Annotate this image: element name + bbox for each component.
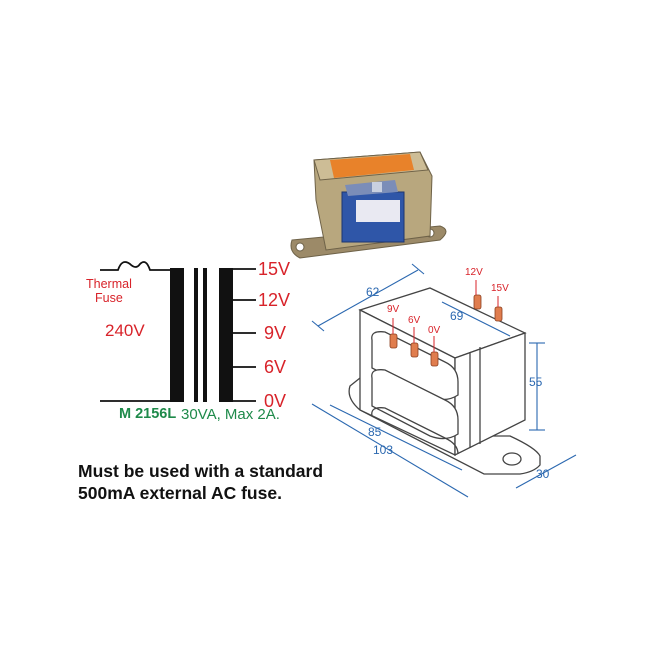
tap-label-15v: 15V xyxy=(258,259,291,279)
dimension-69: 69 xyxy=(450,309,464,323)
dimension-85: 85 xyxy=(368,425,382,439)
model-number: M 2156L xyxy=(119,406,177,422)
pin-label-9v: 9V xyxy=(387,304,400,315)
pin-label-0v: 0V xyxy=(428,325,441,336)
dimension-55: 55 xyxy=(529,375,543,389)
fuse-warning-line-1: Must be used with a standard xyxy=(78,461,324,481)
tap-label-9v: 9V xyxy=(264,323,287,343)
primary-voltage-label: 240V xyxy=(105,321,145,340)
fuse-warning-line-2: 500mA external AC fuse. xyxy=(78,483,282,503)
tap-label-6v: 6V xyxy=(264,357,287,377)
dimension-62: 62 xyxy=(366,285,380,299)
dimension-30: 30 xyxy=(536,467,550,481)
power-rating: 30VA, Max 2A. xyxy=(181,406,280,423)
pin-label-6v: 6V xyxy=(408,315,421,326)
pin-label-15v: 15V xyxy=(491,283,509,294)
tap-label-0v: 0V xyxy=(264,391,287,411)
dimension-103: 103 xyxy=(373,443,394,457)
thermal-fuse-label: Thermal xyxy=(86,277,132,291)
thermal-fuse-label-2: Fuse xyxy=(95,291,123,305)
fuse-warning-note: Must be used with a standard 500mA exter… xyxy=(78,460,338,504)
tap-label-12v: 12V xyxy=(258,290,291,310)
pin-label-12v: 12V xyxy=(465,267,483,278)
